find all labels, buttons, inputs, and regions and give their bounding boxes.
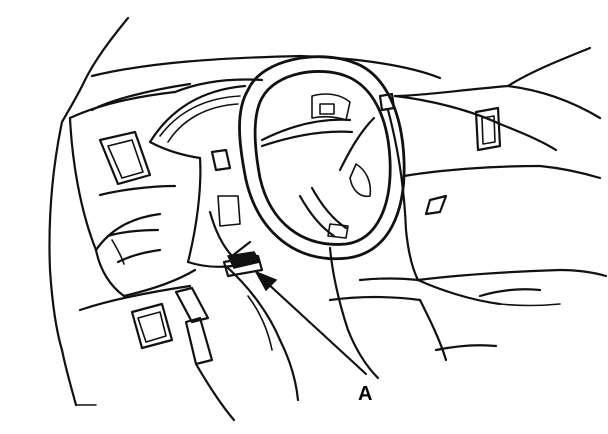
callout-label-a: A	[358, 383, 372, 405]
console-side	[328, 246, 498, 380]
steering-wheel	[238, 55, 406, 261]
windshield-frame	[60, 16, 592, 124]
component-a	[222, 251, 264, 278]
steering-column-area	[186, 148, 252, 268]
dashboard-top	[68, 78, 602, 152]
callout-a-leader	[254, 270, 368, 376]
right-lower-dash	[416, 268, 608, 307]
center-console	[378, 92, 602, 282]
left-pillar	[48, 116, 98, 407]
floor-area	[194, 266, 300, 422]
left-air-vent	[98, 130, 152, 186]
instrument-cluster	[148, 84, 247, 160]
pedals	[130, 286, 214, 366]
dash-left-panel	[78, 184, 197, 312]
